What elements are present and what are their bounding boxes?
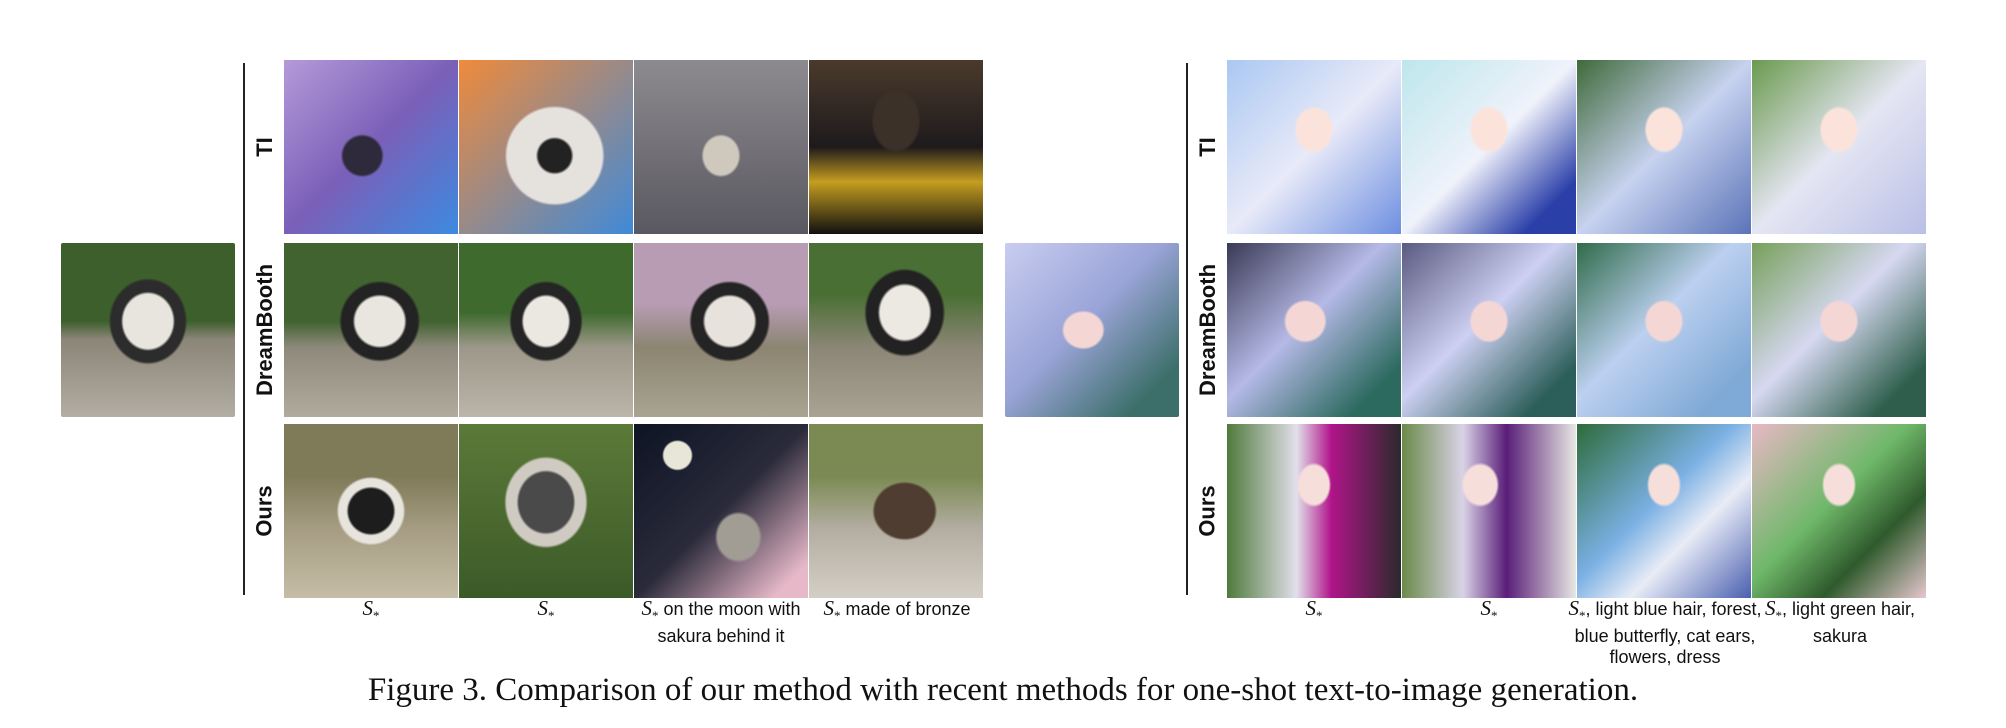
- generated-image: [1402, 60, 1576, 234]
- generated-image: [1402, 424, 1576, 598]
- prompt-caption: S*: [1305, 596, 1323, 624]
- reference-image-anime: [1005, 243, 1179, 417]
- generated-image: [1227, 60, 1401, 234]
- prompt-caption: S* on the moon with sakura behind it: [641, 596, 801, 647]
- generated-image: [459, 243, 633, 417]
- row-label-ours: Ours: [1195, 485, 1221, 537]
- prompt-caption: S*: [362, 596, 380, 624]
- row-label-ti: TI: [252, 137, 277, 157]
- divider-line: [243, 63, 245, 595]
- generated-image: [284, 243, 458, 417]
- generated-image: [459, 60, 633, 234]
- generated-image: [1577, 60, 1751, 234]
- prompt-caption: S* made of bronze: [823, 596, 971, 624]
- generated-image: [284, 60, 458, 234]
- prompt-caption: S*: [537, 596, 555, 624]
- prompt-caption: S*, light green hair, sakura: [1764, 596, 1916, 647]
- generated-image: [1752, 424, 1926, 598]
- generated-image: [1752, 60, 1926, 234]
- generated-image: [1577, 424, 1751, 598]
- generated-image: [1577, 243, 1751, 417]
- generated-image: [1402, 243, 1576, 417]
- generated-image: [284, 424, 458, 598]
- generated-image: [634, 60, 808, 234]
- generated-image: [459, 424, 633, 598]
- generated-image: [634, 424, 808, 598]
- row-label-dreambooth: DreamBooth: [1195, 263, 1221, 397]
- generated-image: [809, 243, 983, 417]
- prompt-caption: S*: [1480, 596, 1498, 624]
- divider-line: [1186, 63, 1188, 595]
- row-label-ti: TI: [1195, 137, 1220, 157]
- generated-image: [634, 243, 808, 417]
- generated-image: [1227, 243, 1401, 417]
- generated-image: [809, 424, 983, 598]
- reference-image-dog: [61, 243, 235, 417]
- row-label-dreambooth: DreamBooth: [252, 263, 278, 397]
- generated-image: [1227, 424, 1401, 598]
- generated-image: [1752, 243, 1926, 417]
- generated-image: [809, 60, 983, 234]
- figure-caption: Figure 3. Comparison of our method with …: [367, 672, 1639, 708]
- prompt-caption: S*, light blue hair, forest, blue butter…: [1568, 596, 1762, 668]
- row-label-ours: Ours: [252, 485, 278, 537]
